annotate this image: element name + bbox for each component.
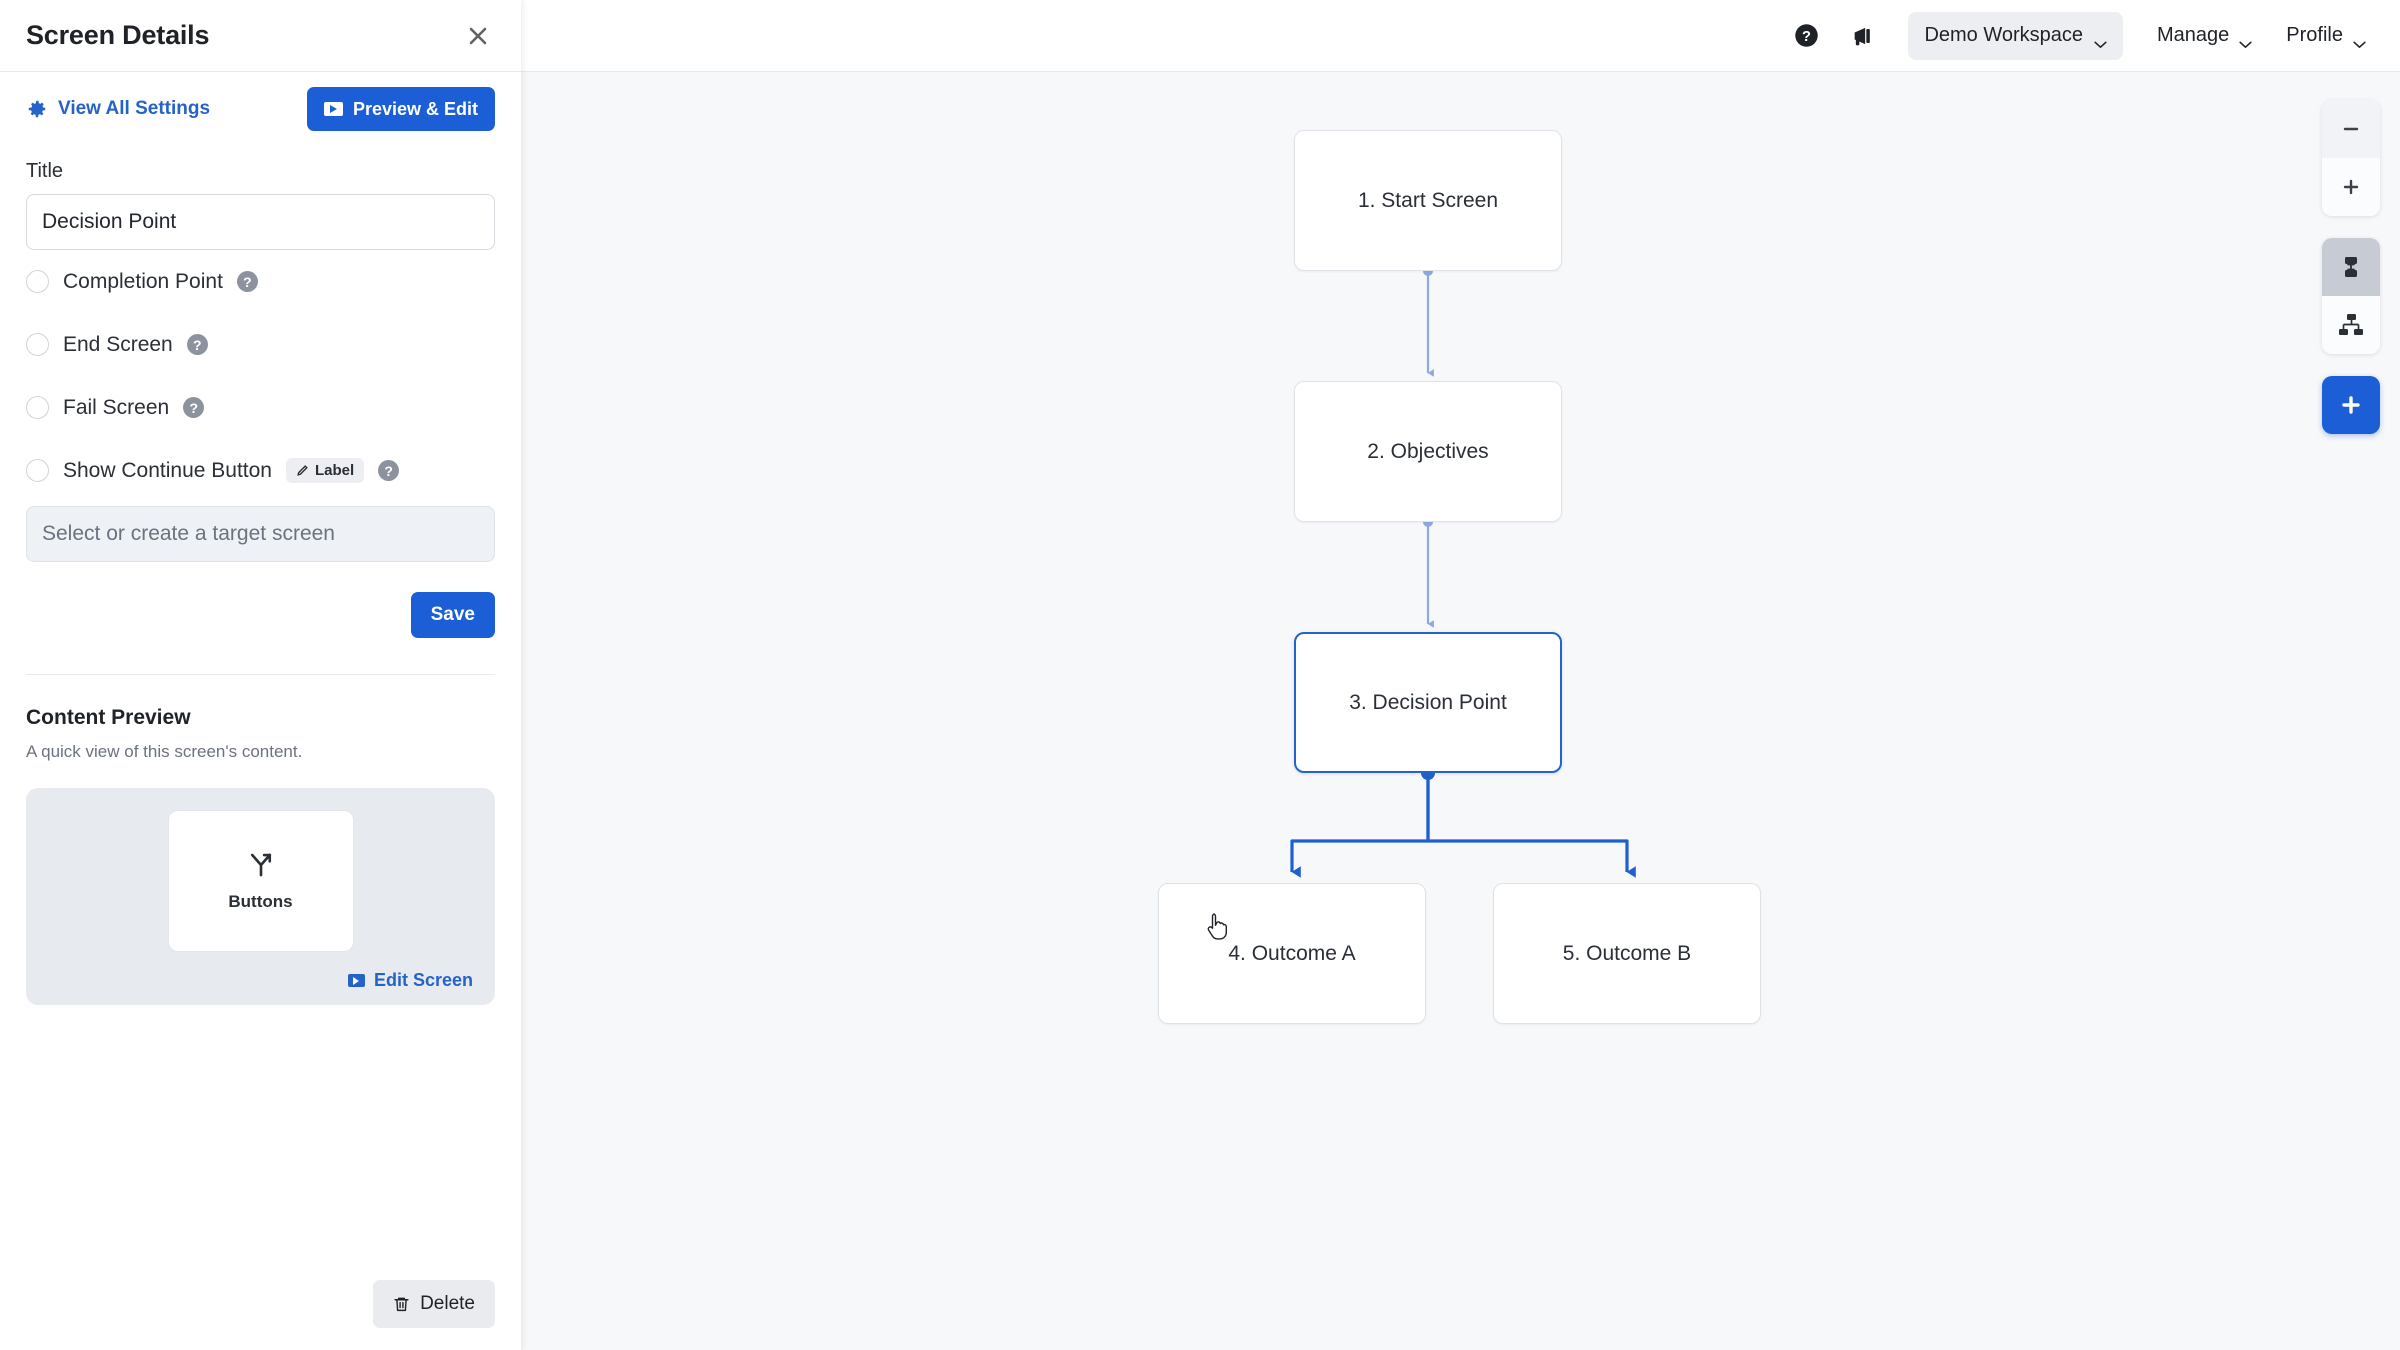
flow-node-label: 1. Start Screen — [1357, 188, 1499, 212]
video-icon — [347, 974, 365, 987]
save-row: Save — [26, 592, 495, 638]
add-screen-button[interactable] — [2322, 376, 2380, 434]
delete-label: Delete — [420, 1293, 475, 1314]
view-all-settings-label: View All Settings — [58, 98, 211, 119]
layout-group — [2322, 238, 2380, 354]
flow-canvas[interactable]: 1. Start Screen 2. Objectives 3. Decisio… — [521, 72, 2400, 1350]
flow-node-label: 3. Decision Point — [1349, 690, 1507, 714]
help-icon[interactable]: ? — [183, 397, 205, 418]
settings-row: View All Settings Preview & Edit — [26, 72, 495, 146]
screen-details-panel: Screen Details View All Settings — [0, 0, 521, 1350]
preview-edit-button[interactable]: Preview & Edit — [306, 87, 495, 131]
zoom-in-button[interactable] — [2322, 158, 2380, 216]
manage-label: Manage — [2157, 24, 2230, 46]
flowchart: 1. Start Screen 2. Objectives 3. Decisio… — [521, 72, 2400, 1350]
flow-node-2[interactable]: 2. Objectives — [1294, 381, 1562, 522]
edit-screen-label: Edit Screen — [373, 970, 473, 990]
panel-title: Screen Details — [26, 20, 210, 50]
help-circle-icon[interactable]: ? — [1784, 14, 1828, 58]
workspace-label: Demo Workspace — [1924, 24, 2084, 46]
section-divider — [26, 674, 495, 675]
flow-node-3-selected[interactable]: 3. Decision Point — [1294, 632, 1562, 773]
profile-menu[interactable]: Profile — [2286, 24, 2366, 48]
panel-header: Screen Details — [0, 0, 521, 72]
completion-point-checkbox[interactable] — [26, 270, 49, 293]
flow-node-4[interactable]: 4. Outcome A — [1158, 883, 1426, 1024]
flow-node-label: 2. Objectives — [1367, 439, 1489, 463]
completion-point-label: Completion Point — [63, 269, 223, 293]
manage-menu[interactable]: Manage — [2157, 24, 2252, 48]
chevron-down-icon — [2094, 32, 2107, 48]
help-icon[interactable]: ? — [236, 271, 258, 292]
fail-screen-checkbox[interactable] — [26, 396, 49, 419]
flow-node-label: 4. Outcome A — [1228, 941, 1356, 965]
show-continue-button-label: Show Continue Button — [63, 458, 272, 482]
workspace-selector[interactable]: Demo Workspace — [1908, 11, 2124, 60]
target-screen-placeholder: Select or create a target screen — [42, 522, 335, 545]
delete-row: Delete — [373, 1280, 495, 1328]
svg-text:?: ? — [1802, 29, 1811, 45]
flow-node-1[interactable]: 1. Start Screen — [1294, 130, 1562, 271]
profile-label: Profile — [2286, 24, 2343, 46]
vertical-layout-icon[interactable] — [2322, 238, 2380, 296]
flow-node-label: 5. Outcome B — [1562, 941, 1692, 965]
option-fail-screen[interactable]: Fail Screen ? — [26, 376, 495, 439]
tree-layout-icon[interactable] — [2322, 296, 2380, 354]
edge-3-4 — [1290, 773, 1430, 878]
megaphone-icon[interactable] — [1842, 14, 1886, 58]
view-all-settings-link[interactable]: View All Settings — [26, 98, 210, 120]
fail-screen-label: Fail Screen — [63, 395, 170, 419]
option-completion-point[interactable]: Completion Point ? — [26, 250, 495, 313]
edge-3-5 — [1426, 773, 1636, 878]
zoom-group — [2322, 100, 2380, 216]
end-screen-checkbox[interactable] — [26, 333, 49, 356]
zoom-out-button[interactable] — [2322, 100, 2380, 158]
edit-label-badge[interactable]: Label — [285, 458, 365, 483]
gear-icon — [26, 98, 48, 120]
top-header: ? Demo Workspace Manage Profile — [521, 0, 2400, 72]
title-field-label: Title — [26, 160, 64, 182]
show-continue-button-checkbox[interactable] — [26, 459, 49, 482]
flow-node-5[interactable]: 5. Outcome B — [1493, 883, 1761, 1024]
preview-tile-label: Buttons — [228, 892, 293, 911]
save-button[interactable]: Save — [410, 592, 495, 638]
chevron-down-icon — [2239, 32, 2252, 48]
pencil-icon — [296, 464, 309, 477]
edit-label-badge-text: Label — [314, 462, 355, 479]
option-show-continue-button[interactable]: Show Continue Button Label ? — [26, 439, 495, 502]
canvas-toolbar — [2322, 100, 2380, 434]
content-preview-subtitle: A quick view of this screen's content. — [26, 742, 303, 761]
help-icon[interactable]: ? — [378, 460, 400, 481]
close-icon[interactable] — [461, 19, 495, 53]
option-end-screen[interactable]: End Screen ? — [26, 313, 495, 376]
help-icon[interactable]: ? — [186, 334, 208, 355]
preview-edit-label: Preview & Edit — [352, 98, 478, 119]
edit-screen-link[interactable]: Edit Screen — [48, 970, 473, 991]
target-screen-select[interactable]: Select or create a target screen — [26, 506, 495, 562]
end-screen-label: End Screen — [63, 332, 173, 356]
video-icon — [323, 102, 343, 116]
preview-tile-buttons[interactable]: Buttons — [167, 810, 354, 952]
trash-icon — [393, 1295, 410, 1313]
content-preview-title: Content Preview — [26, 706, 191, 729]
branch-split-icon — [246, 850, 276, 880]
delete-button[interactable]: Delete — [373, 1280, 495, 1328]
content-preview-card: Buttons Edit Screen — [26, 788, 495, 1005]
chevron-down-icon — [2353, 32, 2366, 48]
title-input[interactable] — [26, 194, 495, 250]
